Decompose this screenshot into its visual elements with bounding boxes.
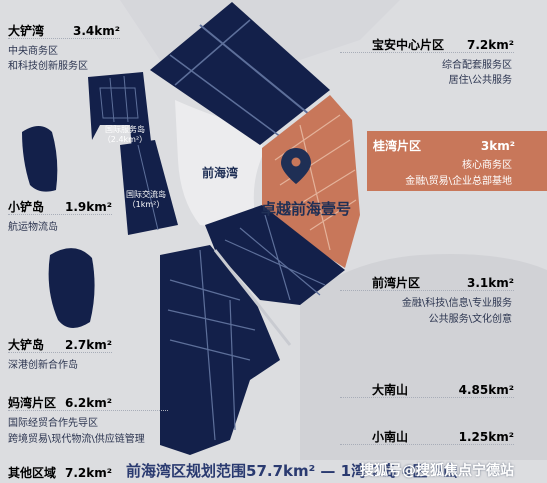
mawan-district-block: [160, 245, 292, 455]
zone-desc: 公共服务\文化创意: [428, 314, 512, 325]
bay-label: 前海湾: [202, 166, 239, 180]
divider: [8, 410, 168, 411]
zone-name: 大铲岛: [8, 338, 45, 352]
zone-desc: 深港创新合作岛: [8, 360, 78, 371]
xiaochan-island: [22, 126, 58, 192]
zone-area: 7.2km²: [65, 466, 112, 480]
zone-desc: 居住\公共服务: [448, 75, 512, 86]
divider: [340, 52, 514, 53]
divider: [8, 214, 112, 215]
zone-area: 6.2km²: [65, 396, 112, 410]
zone-name: 大南山: [372, 383, 409, 397]
zone-name: 其他区域: [8, 466, 57, 480]
divider: [340, 290, 514, 291]
zone-desc: 航运物流岛: [8, 222, 58, 233]
zone-desc: 和科技创新服务区: [8, 61, 88, 72]
zone-name: 前湾片区: [372, 276, 421, 290]
zone-name: 小铲岛: [8, 200, 45, 214]
zone-name: 桂湾片区: [373, 139, 422, 153]
zone-desc: 金融\科技\信息\专业服务: [401, 298, 512, 309]
watermark: 搜狐号@搜狐焦点宁德站: [360, 463, 514, 479]
zone-area: 3.1km²: [467, 276, 514, 290]
zone-area: 7.2km²: [467, 38, 514, 52]
plan-scope-title: 前海湾区规划范围57.7km² — 1湾 2岛 4区 4山: [126, 462, 459, 480]
zone-name: 妈湾片区: [8, 396, 57, 410]
dachan-island: [48, 248, 95, 329]
divider: [8, 38, 120, 39]
divider: [340, 444, 514, 445]
divider: [8, 352, 112, 353]
hill-area: [300, 254, 547, 460]
project-label: 卓越前海壹号: [261, 200, 352, 218]
zone-area: 1.25km²: [458, 430, 514, 444]
zone-name: 小南山: [372, 430, 409, 444]
zone-desc: 核心商务区: [462, 160, 512, 171]
zone-desc: 中央商务区: [8, 46, 58, 57]
zone-area: 2.7km²: [65, 338, 112, 352]
divider: [340, 397, 514, 398]
zone-desc: 综合配套服务区: [442, 60, 512, 71]
project-location-pin-icon: [281, 148, 311, 184]
zone-area: 4.85km²: [458, 383, 514, 397]
zone-desc: 金融\贸易\企业总部基地: [405, 176, 512, 187]
zone-guiwan-highlight: 桂湾片区 3km² 核心商务区 金融\贸易\企业总部基地: [367, 131, 547, 191]
zone-name: 大铲湾: [8, 24, 45, 38]
baoan-district-block: [150, 2, 330, 145]
zone-desc: 跨境贸易\现代物流\供应链管理: [8, 434, 145, 445]
zone-desc: 国际经贸合作先导区: [8, 418, 98, 429]
zone-area: 3.4km²: [73, 24, 120, 38]
exchange-island: [120, 140, 178, 235]
zone-area: 3km²: [480, 139, 515, 153]
zone-name: 宝安中心片区: [372, 38, 445, 52]
footer-bar: 前海湾区规划范围57.7km² — 1湾 2岛 4区 4山 搜狐号@搜狐焦点宁德…: [0, 458, 547, 483]
service-island: [88, 72, 152, 150]
exchange-island-label: 国际交流岛 （1km²）: [126, 190, 166, 209]
qianwan-district-block: [205, 205, 345, 305]
zone-area: 1.9km²: [65, 200, 112, 214]
service-island-label: 国际服务岛 （2.4km²）: [102, 125, 148, 144]
